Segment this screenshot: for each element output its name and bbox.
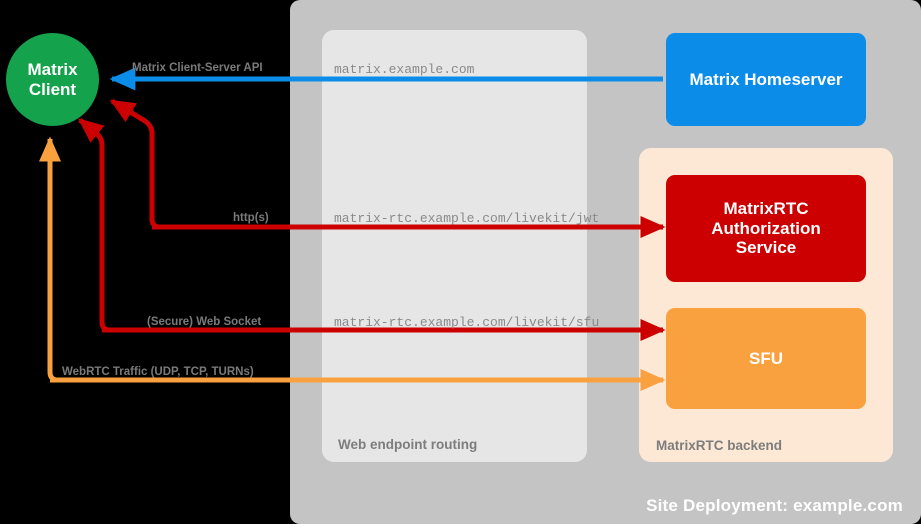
endpoint-livekit-jwt: matrix-rtc.example.com/livekit/jwt [334, 211, 600, 226]
label-https: http(s) [233, 212, 269, 224]
endpoint-matrix-example-com: matrix.example.com [334, 62, 475, 77]
matrixrtc-auth-line1: MatrixRTC [723, 199, 809, 219]
matrixrtc-auth-line3: Service [735, 238, 797, 258]
node-sfu[interactable]: SFU [666, 308, 866, 409]
node-matrixrtc-authorization-service[interactable]: MatrixRTC Authorization Service [666, 175, 866, 282]
site-deployment-label: Site Deployment: example.com [646, 496, 903, 515]
matrix-homeserver-label: Matrix Homeserver [689, 69, 843, 89]
label-matrix-client-server-api: Matrix Client-Server API [132, 62, 263, 74]
node-matrix-homeserver[interactable]: Matrix Homeserver [666, 33, 866, 126]
sfu-label: SFU [749, 348, 783, 368]
label-secure-web-socket: (Secure) Web Socket [147, 316, 262, 328]
node-matrix-client[interactable]: Matrix Client [6, 33, 99, 126]
matrixrtc-auth-line2: Authorization [711, 218, 821, 238]
matrix-client-line2: Client [28, 79, 77, 99]
matrix-client-line1: Matrix [27, 59, 78, 79]
container-web-endpoint-routing [322, 30, 587, 462]
arrow-webrtc-traffic [39, 136, 666, 391]
label-webrtc-traffic: WebRTC Traffic (UDP, TCP, TURNs) [62, 366, 254, 378]
arrow-https-jwt [109, 98, 663, 230]
matrixrtc-backend-label: MatrixRTC backend [656, 438, 783, 453]
endpoint-livekit-sfu: matrix-rtc.example.com/livekit/sfu [334, 315, 600, 330]
web-endpoint-routing-label: Web endpoint routing [338, 437, 478, 452]
